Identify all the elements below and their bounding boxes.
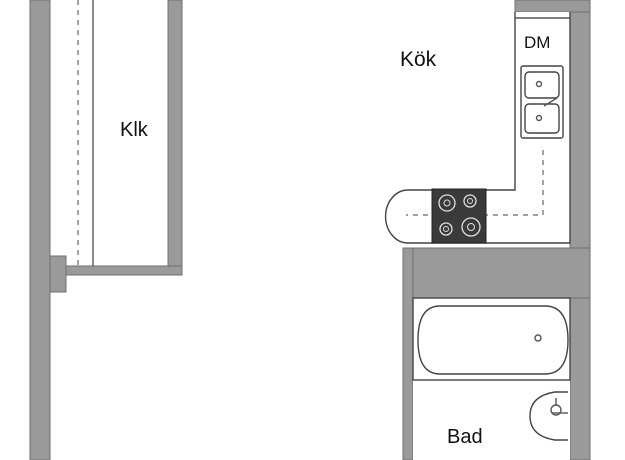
- kitchen-label: Kök: [400, 48, 437, 71]
- closet: Klk: [77, 0, 149, 266]
- closet-jamb: [49, 255, 67, 293]
- walls: [29, 0, 591, 460]
- closet-label: Klk: [120, 119, 149, 141]
- top-right-wall: [514, 0, 591, 13]
- counter-dashed-line: [406, 150, 544, 216]
- sink-icon: [520, 65, 564, 139]
- bathroom-left-wall: [402, 247, 414, 460]
- hob-icon: [431, 188, 487, 244]
- bathroom-wall-block: [402, 247, 591, 299]
- closet-bottom-wall: [65, 265, 183, 276]
- bathtub-icon: [412, 297, 571, 381]
- closet-right-wall: [167, 0, 183, 276]
- right-wall: [569, 0, 591, 460]
- dishwasher-label: DM: [524, 33, 550, 52]
- washbasin-icon: [529, 391, 568, 441]
- kitchen: Kök DM: [384, 12, 571, 244]
- bathroom: Bad: [412, 297, 571, 460]
- left-wall: [29, 0, 51, 460]
- bathroom-label: Bad: [447, 426, 483, 448]
